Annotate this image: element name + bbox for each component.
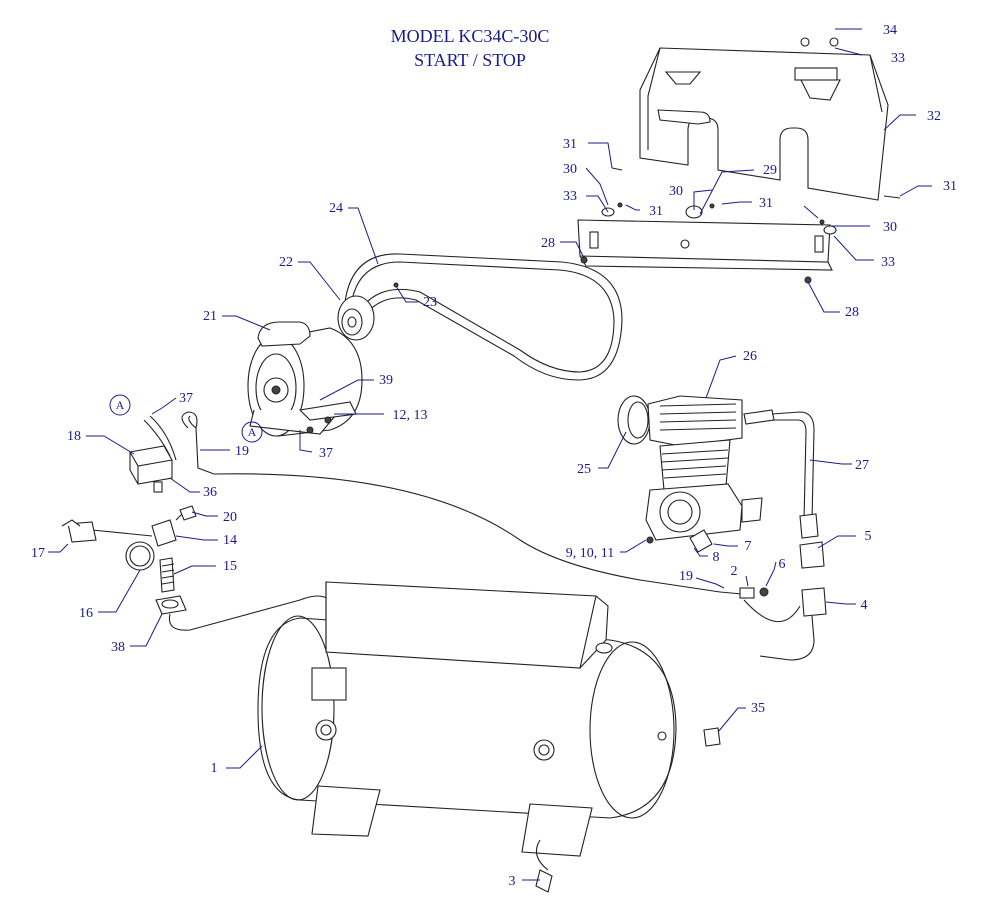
callout-27: 27 — [855, 458, 869, 473]
reference-mark-a-1: A — [109, 394, 131, 416]
reference-mark-a-label: A — [248, 425, 257, 439]
callout-38: 38 — [111, 640, 125, 655]
callout-31: 31 — [563, 137, 577, 152]
callout-22: 22 — [279, 255, 293, 270]
callout-30: 30 — [669, 184, 683, 199]
air-tank — [257, 581, 721, 893]
callout-37: 37 — [319, 446, 333, 461]
callout-2: 2 — [731, 564, 738, 579]
callout-3: 3 — [509, 874, 516, 889]
callout-21: 21 — [203, 309, 217, 324]
reference-mark-a-label: A — [116, 398, 125, 412]
guard-bracket — [577, 219, 833, 284]
callout-33: 33 — [881, 255, 895, 270]
unloader-tube — [213, 473, 801, 623]
callout-29: 29 — [763, 163, 777, 178]
callout-36: 36 — [203, 485, 217, 500]
reference-mark-a-2: A — [241, 421, 263, 443]
diagram-subtitle: START / STOP — [414, 50, 526, 70]
callout-31: 31 — [943, 179, 957, 194]
callout-24: 24 — [329, 201, 343, 216]
callout-12-13: 12, 13 — [393, 408, 428, 423]
callout-14: 14 — [223, 533, 237, 548]
callout-17: 17 — [31, 546, 45, 561]
callout-34: 34 — [883, 23, 897, 38]
callout-9-10-11: 9, 10, 11 — [566, 546, 614, 561]
callout-20: 20 — [223, 510, 237, 525]
callout-25: 25 — [577, 462, 591, 477]
callout-26: 26 — [743, 349, 757, 364]
callout-8: 8 — [713, 550, 720, 565]
callout-19: 19 — [679, 569, 693, 584]
callout-35: 35 — [751, 701, 765, 716]
callout-30: 30 — [883, 220, 897, 235]
callout-33: 33 — [563, 189, 577, 204]
electric-motor — [247, 282, 399, 437]
callout-leaders — [48, 28, 932, 881]
callout-33: 33 — [891, 51, 905, 66]
callout-labels: 34 33 32 31 31 31 31 30 30 30 29 33 33 2… — [31, 23, 957, 889]
v-belt — [344, 253, 623, 381]
callout-28: 28 — [541, 236, 555, 251]
diagram-title: MODEL KC34C-30C — [390, 26, 550, 46]
callout-31: 31 — [759, 196, 773, 211]
callout-28: 28 — [845, 305, 859, 320]
callout-4: 4 — [861, 598, 868, 613]
callout-23: 23 — [423, 295, 437, 310]
callout-6: 6 — [779, 557, 786, 572]
callout-18: 18 — [67, 429, 81, 444]
callout-31: 31 — [649, 204, 663, 219]
tank-tube — [168, 595, 331, 631]
callout-7: 7 — [745, 539, 752, 554]
callout-37: 37 — [179, 391, 193, 406]
compressor-pump — [617, 395, 775, 553]
callout-39: 39 — [379, 373, 393, 388]
belt-guard — [639, 37, 889, 201]
callout-19: 19 — [235, 444, 249, 459]
callout-5: 5 — [865, 529, 872, 544]
callout-32: 32 — [927, 109, 941, 124]
guard-hardware — [601, 167, 901, 235]
callout-16: 16 — [79, 606, 93, 621]
pressure-switch — [129, 411, 215, 493]
callout-30: 30 — [563, 162, 577, 177]
manifold-assembly — [61, 505, 197, 615]
callout-15: 15 — [223, 559, 237, 574]
callout-1: 1 — [211, 761, 218, 776]
discharge-tube — [759, 411, 827, 661]
